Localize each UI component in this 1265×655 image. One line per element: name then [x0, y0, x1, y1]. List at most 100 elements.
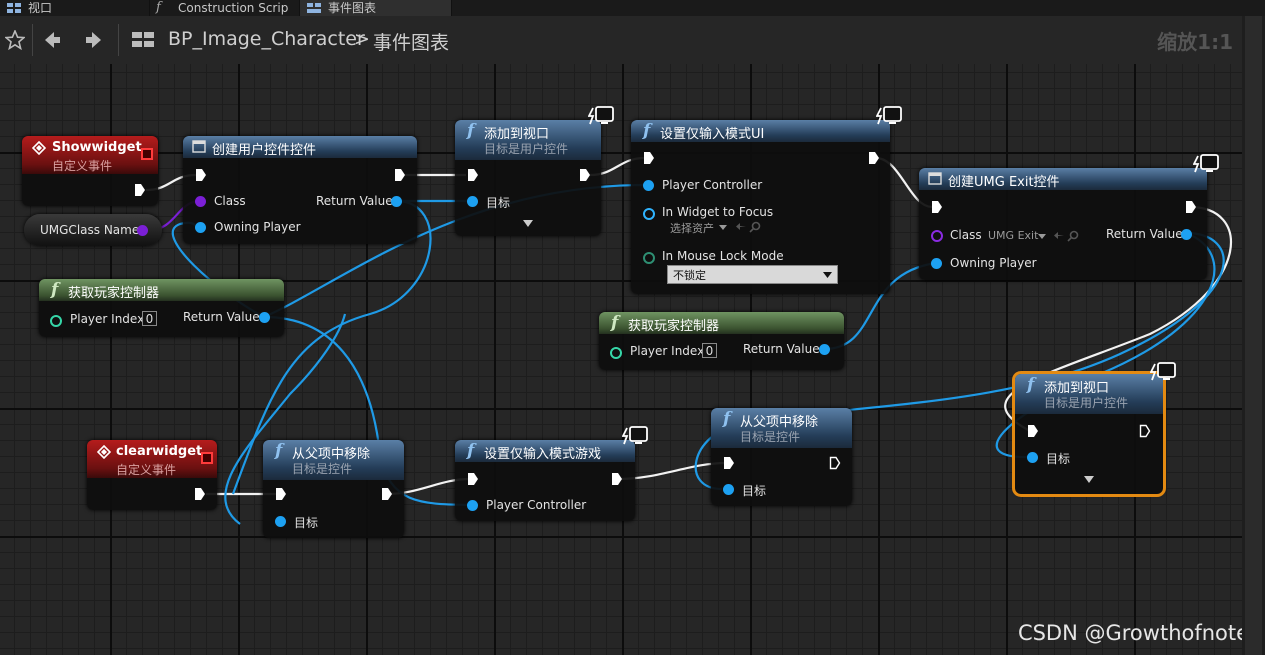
asset-picker[interactable]: 选择资产: [670, 222, 714, 235]
graph-icon: [132, 32, 154, 47]
node-set-input-mode-ui[interactable]: f 设置仅输入模式UI Player Controller In Widget …: [631, 120, 890, 294]
target-pin[interactable]: [275, 516, 286, 527]
return-value-pin[interactable]: [1181, 229, 1192, 240]
exec-in-pin[interactable]: [467, 168, 479, 182]
forward-arrow-icon[interactable]: [84, 30, 104, 50]
expand-arrow-icon[interactable]: [1083, 475, 1095, 484]
watermark: CSDN @Growthofnotes: [1017, 621, 1242, 645]
exec-in-pin[interactable]: [195, 168, 207, 182]
mouse-lock-mode-dropdown[interactable]: 不锁定: [667, 265, 838, 284]
node-remove-from-parent[interactable]: f 从父项中移除 目标是控件 目标: [263, 440, 404, 538]
pin-label-player-controller: Player Controller: [486, 498, 587, 512]
node-title: 获取玩家控制器: [68, 286, 160, 301]
tab-event-graph[interactable]: 事件图表: [300, 0, 452, 16]
tab-viewport[interactable]: 视口: [0, 0, 150, 16]
network-monitor-icon: [1193, 154, 1219, 173]
dropdown-value: 不锁定: [673, 269, 706, 282]
tab-label: 事件图表: [328, 1, 377, 15]
expand-arrow-icon[interactable]: [522, 219, 534, 228]
owning-player-pin[interactable]: [195, 222, 206, 233]
node-subtitle: 自定义事件: [52, 159, 113, 173]
exec-out-pin[interactable]: [829, 456, 841, 470]
target-pin[interactable]: [467, 196, 478, 207]
network-monitor-icon: [588, 106, 614, 125]
player-index-pin[interactable]: [610, 347, 622, 359]
tab-bar: 视口 f Construction Scrip 事件图表: [0, 0, 1265, 16]
network-monitor-icon: [876, 106, 902, 125]
breadcrumb-separator: >: [354, 28, 370, 50]
node-clearwidget-event[interactable]: clearwidget 自定义事件: [87, 440, 217, 510]
browse-search-icon[interactable]: [749, 221, 761, 233]
blueprint-graph-canvas[interactable]: Showwidget 自定义事件 UMGClass Name 创建用户控件控件 …: [0, 64, 1242, 655]
exec-out-pin[interactable]: [611, 472, 623, 486]
node-title: 添加到视口: [1044, 381, 1110, 396]
node-showwidget-event[interactable]: Showwidget 自定义事件: [22, 136, 158, 206]
pin-label-target: 目标: [742, 484, 767, 498]
pin-label-return-value: Return Value: [183, 310, 260, 324]
event-icon: [32, 141, 46, 155]
node-title: 从父项中移除: [292, 447, 371, 462]
mouse-lock-mode-pin[interactable]: [643, 252, 655, 264]
vertical-scrollbar[interactable]: [1242, 16, 1265, 655]
node-get-player-controller[interactable]: f 获取玩家控制器 Player Index 0 Return Value: [39, 279, 284, 337]
use-selected-arrow-icon[interactable]: [735, 221, 747, 232]
player-index-input[interactable]: 0: [702, 343, 717, 358]
exec-out-pin[interactable]: [1185, 200, 1197, 214]
exec-out-pin[interactable]: [134, 183, 146, 197]
return-value-pin[interactable]: [819, 344, 830, 355]
exec-in-pin[interactable]: [643, 151, 655, 165]
return-value-pin[interactable]: [391, 196, 402, 207]
exec-in-pin[interactable]: [723, 456, 735, 470]
exec-in-pin[interactable]: [931, 200, 943, 214]
player-index-input[interactable]: 0: [142, 311, 157, 326]
node-create-umg-exit-widget[interactable]: 创建UMG Exit控件 Class UMG Exit Return Value…: [919, 168, 1207, 280]
node-remove-from-parent[interactable]: f 从父项中移除 目标是控件 目标: [711, 408, 852, 506]
browse-search-icon[interactable]: [1067, 230, 1079, 242]
player-controller-pin[interactable]: [643, 180, 654, 191]
exec-out-pin[interactable]: [1139, 424, 1151, 438]
pin-label-player-controller: Player Controller: [662, 178, 763, 192]
chevron-down-icon[interactable]: [719, 225, 727, 230]
chevron-down-icon[interactable]: [1038, 234, 1046, 239]
widget-to-focus-pin[interactable]: [643, 208, 655, 220]
player-controller-pin[interactable]: [467, 500, 478, 511]
class-in-pin[interactable]: [195, 196, 206, 207]
exec-in-pin[interactable]: [275, 487, 287, 501]
star-icon[interactable]: [5, 30, 25, 50]
class-out-pin[interactable]: [137, 225, 148, 236]
node-add-to-viewport-selected[interactable]: f 添加到视口 目标是用户控件 目标: [1012, 371, 1166, 497]
delegate-pin[interactable]: [141, 148, 153, 160]
tab-construction-script[interactable]: f Construction Scrip: [150, 0, 300, 16]
use-selected-arrow-icon[interactable]: [1053, 230, 1065, 241]
exec-out-pin[interactable]: [868, 151, 880, 165]
return-value-pin[interactable]: [259, 312, 270, 323]
exec-out-pin[interactable]: [579, 168, 591, 182]
node-umgclass-variable[interactable]: UMGClass Name: [24, 214, 162, 246]
node-add-to-viewport[interactable]: f 添加到视口 目标是用户控件 目标: [455, 120, 601, 236]
pin-label-return-value: Return Value: [743, 342, 820, 356]
exec-in-pin[interactable]: [1027, 424, 1039, 438]
exec-out-pin[interactable]: [194, 487, 206, 501]
scrollbar-thumb[interactable]: [1245, 16, 1262, 655]
breadcrumb-asset[interactable]: BP_Image_Character: [168, 28, 365, 50]
owning-player-pin[interactable]: [931, 258, 942, 269]
node-create-user-widget[interactable]: 创建用户控件控件 Class Return Value Owning Playe…: [183, 136, 417, 244]
exec-in-pin[interactable]: [467, 472, 479, 486]
node-set-input-mode-game[interactable]: f 设置仅输入模式游戏 Player Controller: [455, 440, 635, 521]
breadcrumb-graph[interactable]: 事件图表: [373, 32, 450, 54]
event-icon: [97, 445, 111, 459]
back-arrow-icon[interactable]: [42, 30, 62, 50]
node-subtitle: 自定义事件: [116, 463, 177, 477]
delegate-pin[interactable]: [201, 452, 213, 464]
target-pin[interactable]: [1027, 452, 1038, 463]
exec-out-pin[interactable]: [381, 487, 393, 501]
player-index-pin[interactable]: [50, 315, 62, 327]
target-pin[interactable]: [723, 484, 734, 495]
node-get-player-controller[interactable]: f 获取玩家控制器 Player Index 0 Return Value: [599, 312, 844, 370]
node-title: Showwidget: [52, 140, 142, 155]
divider: [32, 24, 33, 56]
class-picker[interactable]: UMG Exit: [988, 229, 1039, 242]
exec-out-pin[interactable]: [394, 168, 406, 182]
class-in-pin[interactable]: [931, 230, 943, 242]
zoom-level: 缩放1:1: [1157, 30, 1233, 54]
